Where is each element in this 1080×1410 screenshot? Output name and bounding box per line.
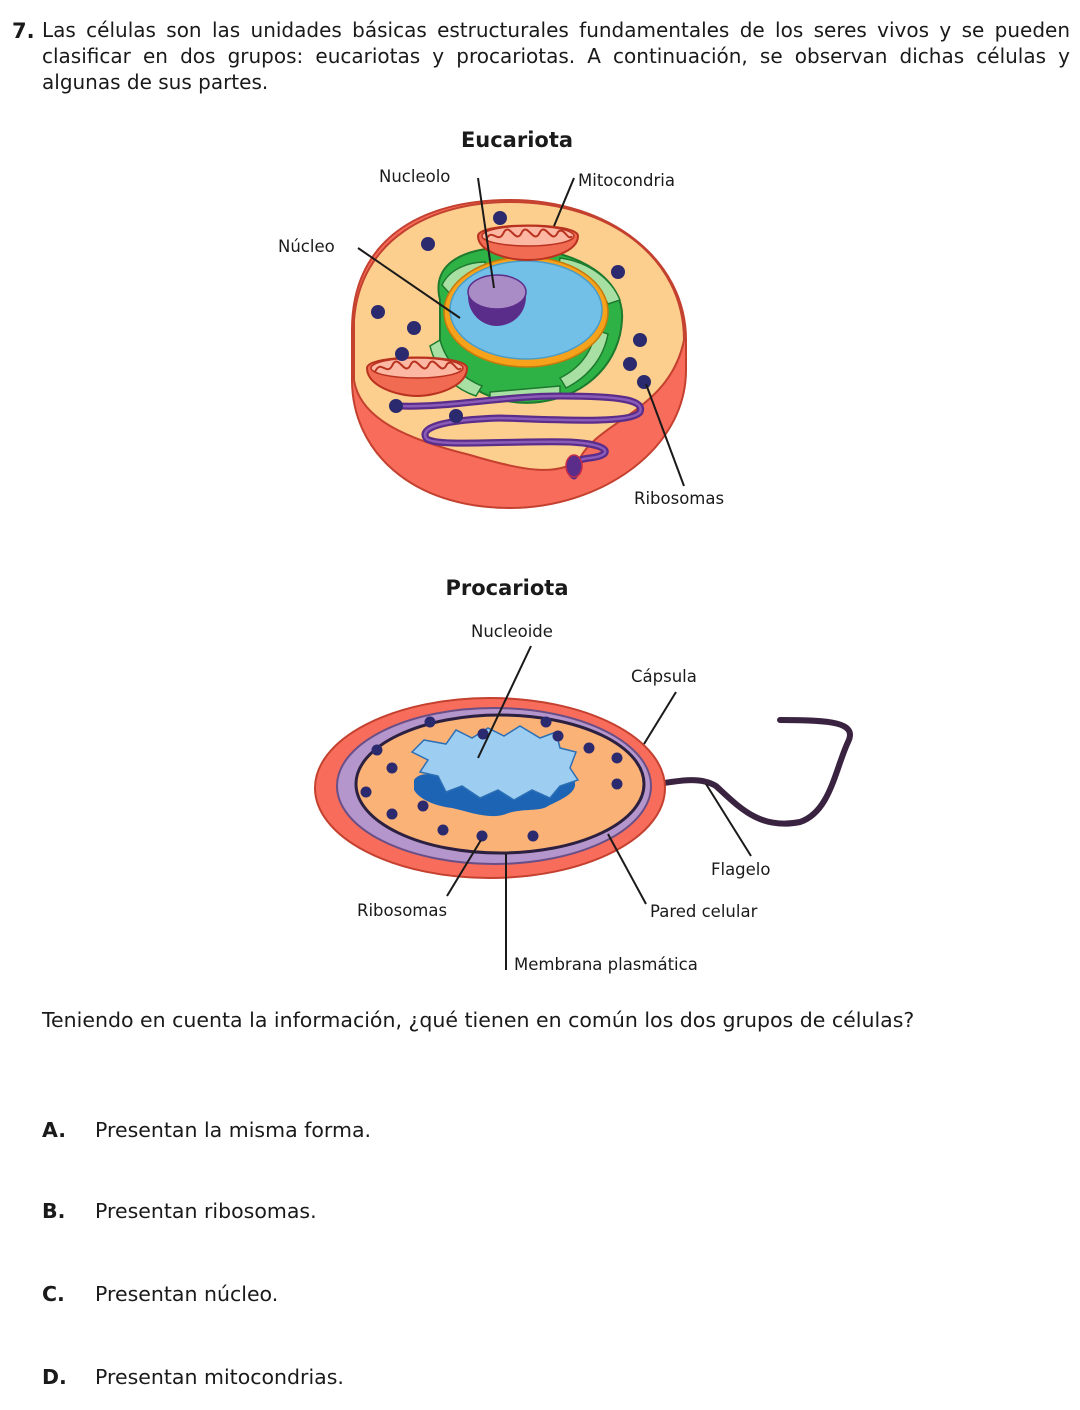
label-nucleolus: Nucleolo — [379, 167, 450, 186]
nucleolus-top — [467, 274, 527, 310]
leader-flagellum — [705, 783, 752, 857]
ribosome — [449, 409, 463, 423]
leader-ribosomes-eukaryote — [645, 383, 685, 487]
option-c-letter: C. — [42, 1282, 65, 1306]
option-d[interactable]: D. Presentan mitocondrias. — [42, 1365, 344, 1389]
ribosome — [407, 321, 421, 335]
prokaryote-ribosomes — [360, 716, 623, 842]
option-a-text: Presentan la misma forma. — [95, 1118, 372, 1142]
leader-mitochondria — [553, 177, 575, 227]
rough-er-end — [565, 454, 583, 478]
ribosome — [540, 716, 552, 728]
eukaryote-diagram: Eucariota Nucleolo Mitocondri — [278, 128, 724, 510]
prokaryote-diagram: Procariota Nucleoide Cápsula Flagelo Par… — [314, 576, 853, 974]
leader-nucleus — [357, 247, 461, 319]
ribosome — [417, 800, 429, 812]
ribosome — [583, 742, 595, 754]
ribosome — [371, 744, 383, 756]
ribosome — [633, 333, 647, 347]
option-d-letter: D. — [42, 1365, 67, 1389]
ribosome — [611, 752, 623, 764]
ribosome — [637, 375, 651, 389]
ribosome — [386, 808, 398, 820]
ribosome — [389, 399, 403, 413]
ribosome — [371, 305, 385, 319]
leader-capsule — [643, 691, 677, 745]
question-intro: Las células son las unidades básicas est… — [42, 18, 1070, 94]
eukaryote-ribosomes — [371, 211, 651, 423]
ribosome — [611, 265, 625, 279]
ribosome — [421, 237, 435, 251]
ribosome — [395, 347, 409, 361]
ribosome — [360, 786, 372, 798]
ribosome — [623, 357, 637, 371]
mitochondrion-left — [365, 356, 469, 398]
ribosome — [386, 762, 398, 774]
option-b[interactable]: B. Presentan ribosomas. — [42, 1199, 317, 1223]
ribosome — [477, 728, 489, 740]
ribosome — [424, 716, 436, 728]
question-prompt: Teniendo en cuenta la información, ¿qué … — [42, 1008, 915, 1032]
ribosome — [611, 778, 623, 790]
option-c[interactable]: C. Presentan núcleo. — [42, 1282, 278, 1306]
label-flagellum: Flagelo — [711, 860, 771, 879]
prokaryote-title: Procariota — [446, 576, 569, 600]
option-d-text: Presentan mitocondrias. — [95, 1365, 344, 1389]
leader-nucleoid — [477, 645, 532, 759]
ribosome — [437, 824, 449, 836]
leader-nucleolus — [477, 177, 495, 289]
label-mitochondria: Mitocondria — [578, 171, 675, 190]
label-ribosomes-eukaryote: Ribosomas — [634, 489, 724, 508]
label-nucleoid: Nucleoide — [471, 622, 553, 641]
mitochondrion-top — [476, 224, 580, 262]
eukaryote-title: Eucariota — [461, 128, 573, 152]
ribosome — [493, 211, 507, 225]
question-number: 7. — [12, 19, 35, 43]
option-b-text: Presentan ribosomas. — [95, 1199, 317, 1223]
label-plasma-membrane: Membrana plasmática — [514, 955, 698, 974]
ribosome — [476, 830, 488, 842]
leader-ribosomes-prokaryote — [446, 839, 482, 897]
option-c-text: Presentan núcleo. — [95, 1282, 279, 1306]
label-nucleus: Núcleo — [278, 237, 335, 256]
ribosome — [527, 830, 539, 842]
ribosome — [552, 730, 564, 742]
label-cell-wall: Pared celular — [650, 902, 758, 921]
flagellum — [633, 717, 853, 827]
label-ribosomes-prokaryote: Ribosomas — [357, 901, 447, 920]
option-a[interactable]: A. Presentan la misma forma. — [42, 1118, 371, 1142]
label-capsule: Cápsula — [631, 667, 697, 686]
leader-cell-wall — [607, 833, 647, 905]
option-a-letter: A. — [42, 1118, 67, 1142]
option-b-letter: B. — [42, 1199, 66, 1223]
